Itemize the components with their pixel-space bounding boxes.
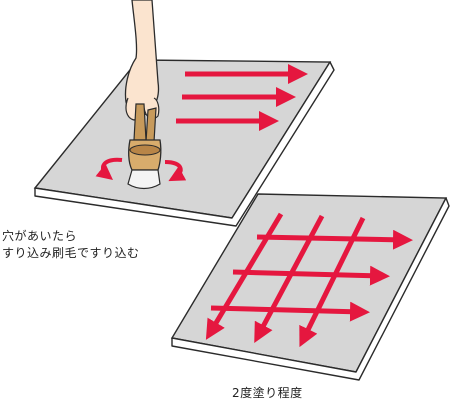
- brush-handle-2: [145, 107, 157, 143]
- stroke-arrows: [176, 64, 308, 131]
- step1-caption-line1: 穴があいたら: [2, 229, 78, 243]
- step1-caption: 穴があいたら すり込み刷毛ですり込む: [2, 228, 140, 262]
- crosshatch-arrow-icon: [210, 301, 370, 322]
- crosshatch-arrows: [205, 212, 413, 348]
- board-bottom-edge: [171, 197, 450, 381]
- step1-caption-line2: すり込み刷毛ですり込む: [2, 246, 140, 260]
- brush-handle: [133, 103, 147, 141]
- rotate-arrow-icon: [95, 157, 123, 181]
- rotate-arrow-icon: [164, 160, 187, 182]
- brush-band: [129, 144, 161, 156]
- arm: [124, 0, 160, 116]
- crosshatch-arrow-icon: [205, 212, 284, 340]
- crosshatch-arrow-icon: [254, 214, 325, 344]
- crosshatch-arrow-icon: [256, 229, 413, 250]
- brush-bristles: [127, 169, 161, 190]
- hand-with-brush: [124, 0, 162, 190]
- step2-caption: 2度塗り程度: [232, 386, 303, 400]
- rotate-arrows: [95, 157, 187, 182]
- crosshatch-arrow-icon: [299, 216, 366, 348]
- crosshatch-arrow-icon: [232, 265, 390, 286]
- board-top-edge: [34, 61, 335, 227]
